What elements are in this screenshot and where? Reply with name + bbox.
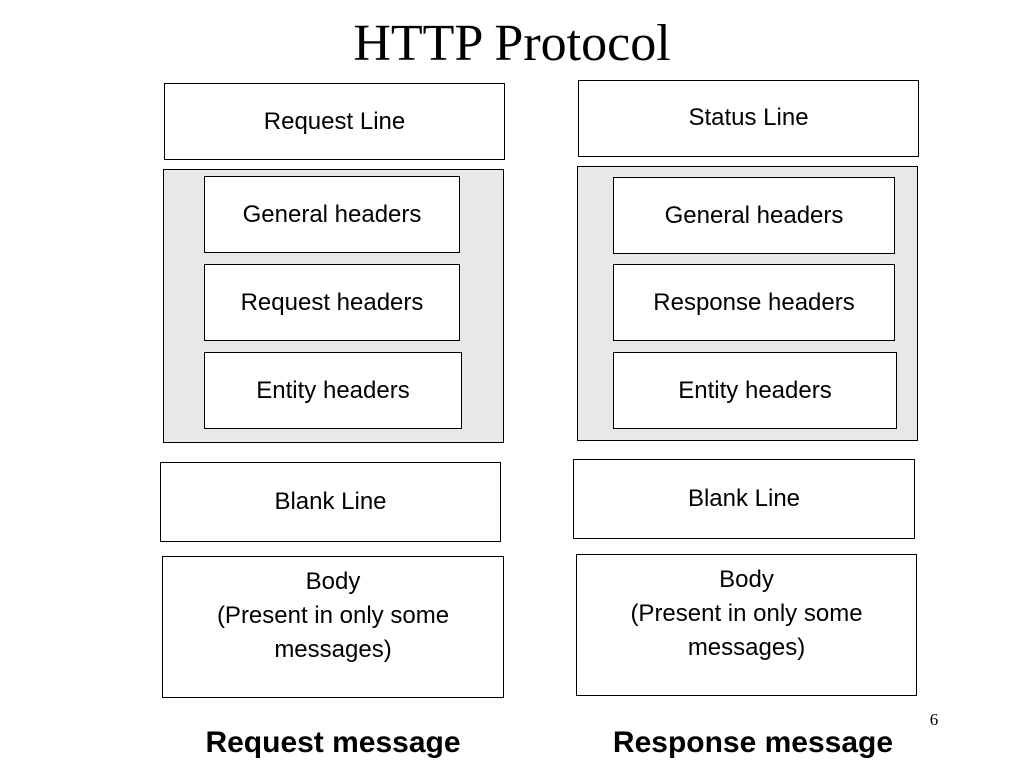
request-general-headers-box: General headers [204,176,460,253]
request-blank-line-box: Blank Line [160,462,501,542]
request-message-caption: Request message [205,726,461,759]
request-body-note-line1: (Present in only some [216,602,450,629]
response-general-headers-box: General headers [613,177,895,254]
status-line-box: Status Line [578,80,919,157]
response-body-note-line2: messages) [687,634,806,661]
request-body-label: Body [305,568,361,595]
request-entity-headers-box: Entity headers [204,352,462,429]
response-general-headers-label: General headers [664,201,844,229]
response-message-caption: Response message [612,726,894,759]
response-entity-headers-box: Entity headers [613,352,897,429]
page-number: 6 [929,710,939,729]
response-blank-line-label: Blank Line [687,485,801,512]
response-body-box: Body (Present in only some messages) [576,554,917,696]
response-response-headers-box: Response headers [613,264,895,341]
request-entity-headers-label: Entity headers [256,376,410,404]
request-body-box: Body (Present in only some messages) [162,556,504,698]
response-body-label: Body [719,566,774,593]
request-line-box: Request Line [164,83,505,160]
request-line-label: Request Line [263,107,406,135]
response-blank-line-box: Blank Line [573,459,915,539]
request-request-headers-label: Request headers [240,288,424,316]
status-line-label: Status Line [688,103,809,131]
request-general-headers-label: General headers [242,200,422,228]
response-response-headers-label: Response headers [653,288,855,316]
request-request-headers-box: Request headers [204,264,460,341]
response-entity-headers-label: Entity headers [678,376,832,404]
request-blank-line-label: Blank Line [274,488,387,515]
response-body-note-line1: (Present in only some [630,600,863,627]
slide-title: HTTP Protocol [353,15,671,72]
request-body-note-line2: messages) [274,636,392,663]
